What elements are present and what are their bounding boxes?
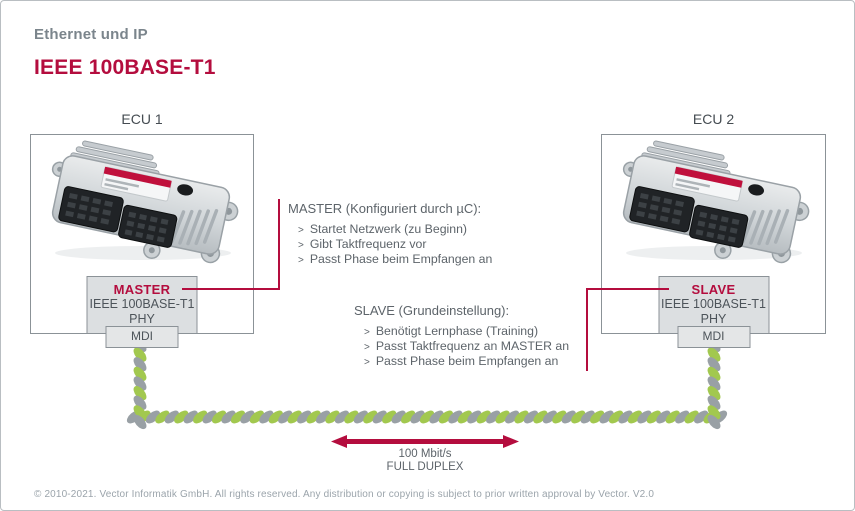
list-item: > Passt Taktfrequenz an MASTER an bbox=[354, 340, 569, 355]
annotation-item-text: Gibt Taktfrequenz vor bbox=[309, 236, 427, 251]
master-callout-line-vertical bbox=[277, 199, 280, 290]
ecu1-mdi-port: MDI bbox=[105, 326, 179, 348]
ecu-device-image bbox=[36, 133, 248, 276]
ecu2-mdi-port: MDI bbox=[677, 326, 750, 348]
master-annotation-title: MASTER (Konfiguriert durch µC): bbox=[288, 201, 482, 216]
ecu1-phy-layer: PHY bbox=[129, 312, 155, 326]
list-item: > Passt Phase beim Empfangen an bbox=[288, 251, 493, 268]
annotation-item-text: Benötigt Lernphase (Training) bbox=[375, 324, 539, 338]
annotation-item-text: Startet Netzwerk (zu Beginn) bbox=[309, 222, 468, 236]
slave-annotation-title: SLAVE (Grundeinstellung): bbox=[354, 303, 510, 318]
ecu1-phy-box: MASTER IEEE 100BASE-T1 PHY bbox=[86, 276, 198, 334]
master-callout-line-horizontal bbox=[182, 288, 279, 291]
master-annotation: MASTER (Konfiguriert durch µC): > Starte… bbox=[288, 201, 492, 268]
list-item: > Gibt Taktfrequenz vor bbox=[288, 238, 492, 253]
ecu1-role-label: MASTER bbox=[113, 282, 171, 297]
ecu1-box: MASTER IEEE 100BASE-T1 PHY MDI bbox=[30, 133, 254, 348]
ecu2-phy-standard: IEEE 100BASE-T1 bbox=[661, 297, 766, 311]
ecu-device-image bbox=[607, 133, 819, 276]
annotation-item-text: Passt Taktfrequenz an MASTER an bbox=[375, 338, 570, 353]
bullet-chevron-icon: > bbox=[298, 225, 304, 236]
ecu2-phy-layer: PHY bbox=[700, 312, 727, 326]
copyright-text: © 2010-2021. Vector Informatik GmbH. All… bbox=[34, 489, 655, 500]
link-speed: 100 Mbit/s bbox=[398, 448, 452, 460]
annotation-item-text: Passt Phase beim Empfangen an bbox=[375, 353, 559, 368]
slave-annotation: SLAVE (Grundeinstellung): > Benötigt Ler… bbox=[354, 303, 569, 370]
annotation-item-text: Passt Phase beim Empfangen an bbox=[309, 251, 493, 266]
link-label: 100 Mbit/s FULL DUPLEX bbox=[345, 448, 505, 474]
bullet-chevron-icon: > bbox=[298, 239, 304, 251]
ecu1-label: ECU 1 bbox=[121, 111, 163, 127]
bullet-chevron-icon: > bbox=[364, 341, 370, 353]
list-item: > Passt Phase beim Empfangen an bbox=[354, 353, 569, 370]
bullet-chevron-icon: > bbox=[298, 254, 304, 266]
link-duplex: FULL DUPLEX bbox=[386, 461, 464, 473]
bullet-chevron-icon: > bbox=[364, 356, 370, 368]
list-item: > Startet Netzwerk (zu Beginn) bbox=[288, 223, 492, 238]
slide-category: Ethernet und IP bbox=[34, 26, 148, 43]
slave-callout-line-horizontal bbox=[586, 288, 669, 291]
page-title: IEEE 100BASE-T1 bbox=[34, 56, 216, 79]
list-item: > Benötigt Lernphase (Training) bbox=[354, 325, 569, 340]
ecu2-role-label: SLAVE bbox=[691, 282, 736, 297]
ecu2-label: ECU 2 bbox=[692, 111, 735, 127]
slave-callout-line-vertical bbox=[586, 288, 589, 371]
duplex-arrow-icon bbox=[331, 435, 519, 448]
ecu2-box: SLAVE IEEE 100BASE-T1 PHY MDI bbox=[601, 133, 826, 348]
bullet-chevron-icon: > bbox=[364, 327, 370, 338]
ecu1-phy-standard: IEEE 100BASE-T1 bbox=[89, 297, 195, 311]
ecu2-phy-box: SLAVE IEEE 100BASE-T1 PHY bbox=[658, 276, 769, 334]
